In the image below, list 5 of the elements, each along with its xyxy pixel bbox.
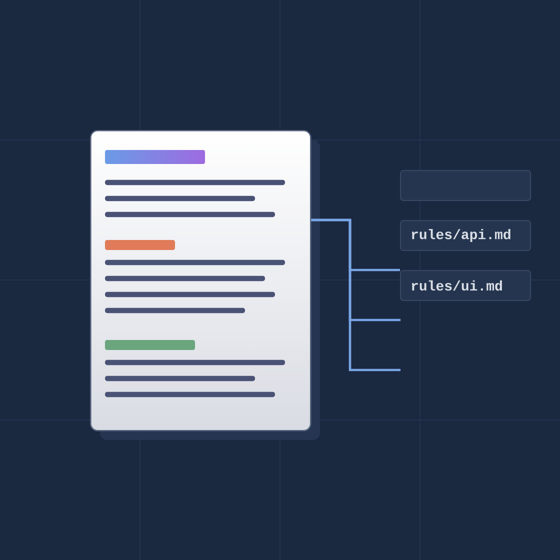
connector-line — [311, 218, 400, 372]
file-tag: rules/ui.md — [400, 270, 532, 301]
document-illustration — [90, 130, 320, 440]
file-tag — [400, 170, 532, 201]
file-tag: rules/api.md — [400, 220, 532, 251]
